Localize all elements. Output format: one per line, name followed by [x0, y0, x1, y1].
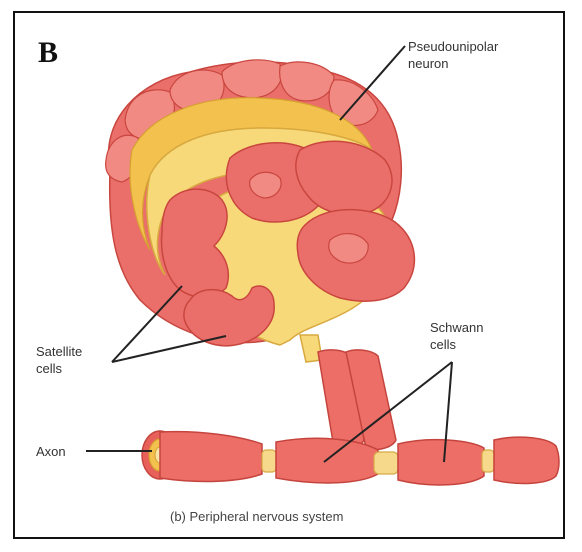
node-of-ranvier: [482, 450, 494, 472]
neuron-cell-body: [106, 60, 415, 346]
label-satellite-line2: cells: [36, 361, 63, 376]
label-satellite-line1: Satellite: [36, 344, 82, 359]
label-schwann-line2: cells: [430, 337, 457, 352]
figure-caption: (b) Peripheral nervous system: [170, 509, 343, 524]
label-pseudounipolar-line1: Pseudounipolar: [408, 39, 499, 54]
node-of-ranvier: [262, 450, 276, 472]
axon-stem: [300, 335, 396, 450]
schwann-cell: [160, 432, 262, 482]
leader-satellite-2: [112, 336, 226, 362]
schwann-cell: [494, 437, 559, 483]
label-schwann-line1: Schwann: [430, 320, 483, 335]
label-axon: Axon: [36, 444, 66, 459]
node-of-ranvier: [374, 452, 398, 474]
schwann-cell: [398, 440, 484, 485]
label-pseudounipolar-line2: neuron: [408, 56, 448, 71]
panel-letter: B: [38, 36, 58, 69]
